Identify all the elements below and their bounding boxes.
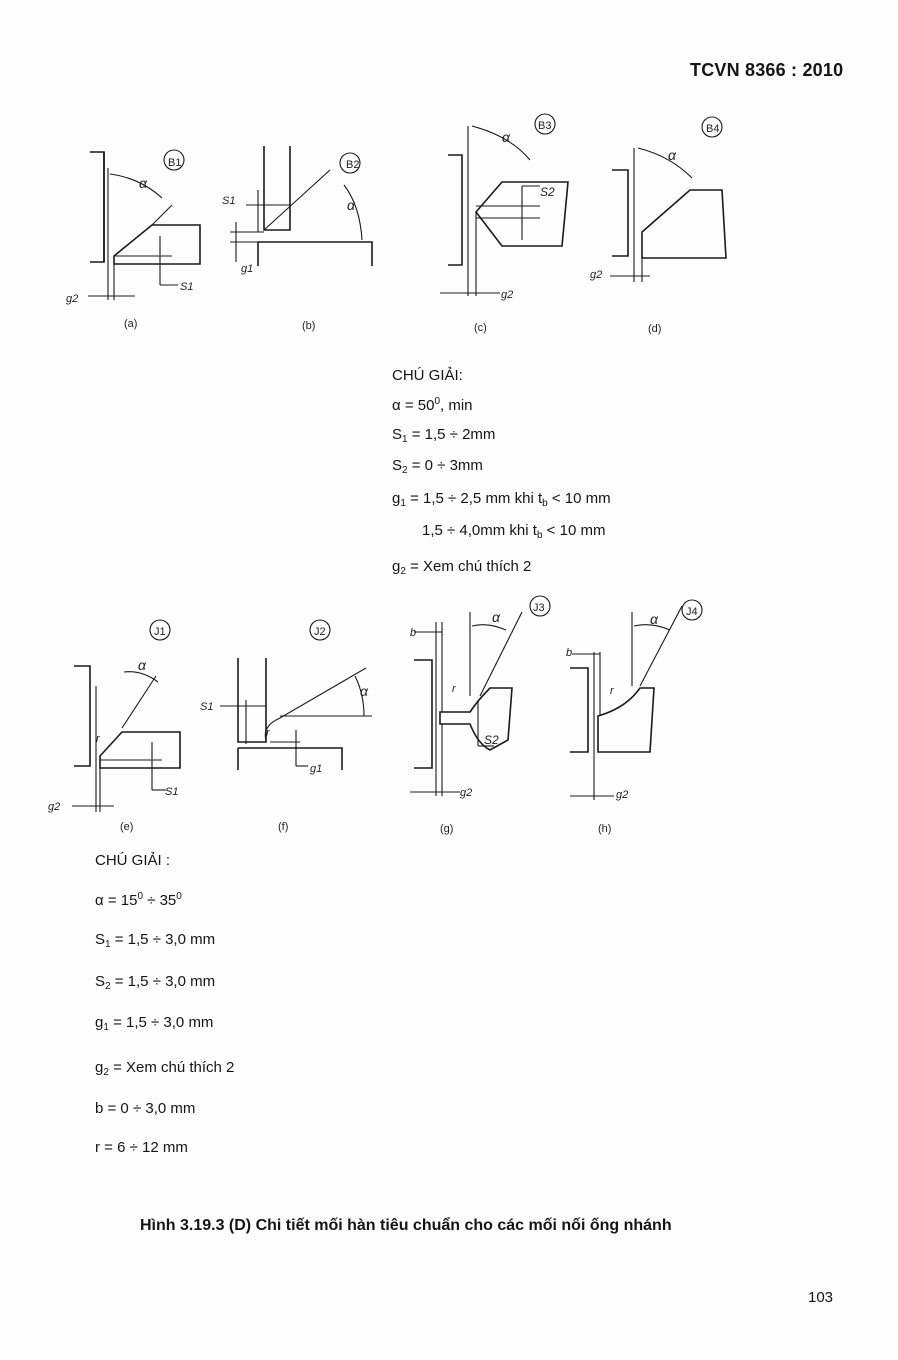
j2-r-label: r	[266, 727, 271, 739]
detail-j2-drawing	[220, 619, 372, 770]
j1-tag: J1	[154, 626, 166, 638]
j1-alpha-label: α	[138, 657, 147, 673]
detail-b3-drawing	[440, 113, 569, 296]
j3-g2-label: g2	[460, 787, 472, 799]
b3-g2-label: g2	[501, 289, 513, 301]
b2-tag: B2	[346, 159, 359, 171]
detail-j4-drawing	[570, 599, 703, 800]
legend-top-g2: g2 = Xem chú thích 2	[392, 558, 532, 577]
b1-alpha-label: α	[139, 175, 148, 191]
legend-bottom-g2: g2 = Xem chú thích 2	[95, 1059, 235, 1078]
j4-alpha-label: α	[650, 611, 659, 627]
b4-tag: B4	[706, 123, 719, 135]
standard-code: TCVN 8366 : 2010	[690, 60, 844, 80]
legend-top-s1: S1 = 1,5 ÷ 2mm	[392, 426, 496, 445]
j1-g2-label: g2	[48, 801, 60, 813]
b1-g2-label: g2	[66, 293, 78, 305]
j4-tag: J4	[686, 606, 698, 618]
b2-g1-label: g1	[241, 263, 253, 275]
legend-top-g1: g1 = 1,5 ÷ 2,5 mm khi tb < 10 mm	[392, 490, 611, 509]
b3-alpha-label: α	[502, 129, 511, 145]
j4-b-label: b	[566, 647, 572, 659]
legend-bottom-alpha: α = 150 ÷ 350	[95, 891, 182, 909]
detail-j1-drawing	[72, 619, 181, 812]
legend-top-alpha: α = 500, min	[392, 396, 473, 414]
j2-tag: J2	[314, 626, 326, 638]
b2-s1-label: S1	[222, 195, 235, 207]
j3-alpha-label: α	[492, 609, 501, 625]
legend-bottom-s2: S2 = 1,5 ÷ 3,0 mm	[95, 973, 216, 992]
j3-r-label: r	[452, 683, 457, 695]
j3-s2-label: S2	[484, 733, 499, 747]
b2-sub: (b)	[302, 320, 315, 332]
figure-caption: Hình 3.19.3 (D) Chi tiết mối hàn tiêu ch…	[140, 1217, 672, 1234]
detail-b1-drawing	[88, 149, 201, 300]
detail-b2-drawing	[230, 146, 373, 266]
page-number: 103	[808, 1289, 834, 1306]
legend-top-g1-alt: 1,5 ÷ 4,0mm khi tb < 10 mm	[422, 522, 606, 541]
j2-sub: (f)	[278, 821, 288, 833]
legend-bottom-g1: g1 = 1,5 ÷ 3,0 mm	[95, 1014, 214, 1033]
j3-b-label: b	[410, 627, 416, 639]
j2-s1-label: S1	[200, 701, 213, 713]
j1-r-label: r	[96, 733, 101, 745]
b3-s2-label: S2	[540, 185, 555, 199]
detail-j3-drawing	[410, 595, 551, 796]
j2-g1-label: g1	[310, 763, 322, 775]
b2-alpha-label: α	[347, 197, 356, 213]
legend-bottom-s1: S1 = 1,5 ÷ 3,0 mm	[95, 931, 216, 950]
j3-sub: (g)	[440, 823, 453, 835]
detail-b4-drawing	[610, 116, 727, 282]
legend-bottom-b: b = 0 ÷ 3,0 mm	[95, 1100, 196, 1117]
b3-tag: B3	[538, 120, 551, 132]
b3-sub: (c)	[474, 322, 487, 334]
j4-r-label: r	[610, 685, 615, 697]
b1-sub: (a)	[124, 318, 137, 330]
b1-s1-label: S1	[180, 281, 193, 293]
j4-sub: (h)	[598, 823, 611, 835]
legend-bottom-title: CHÚ GIẢI :	[95, 852, 171, 869]
j2-alpha-label: α	[360, 683, 369, 699]
legend-bottom-r: r = 6 ÷ 12 mm	[95, 1139, 188, 1156]
b4-alpha-label: α	[668, 147, 677, 163]
j1-sub: (e)	[120, 821, 133, 833]
b4-g2-label: g2	[590, 269, 602, 281]
b1-tag: B1	[168, 157, 181, 169]
legend-top-title: CHÚ GIẢI:	[392, 367, 463, 384]
j3-tag: J3	[533, 602, 545, 614]
j4-g2-label: g2	[616, 789, 628, 801]
j1-s1-label: S1	[165, 786, 178, 798]
legend-top-s2: S2 = 0 ÷ 3mm	[392, 457, 483, 476]
b4-sub: (d)	[648, 323, 661, 335]
